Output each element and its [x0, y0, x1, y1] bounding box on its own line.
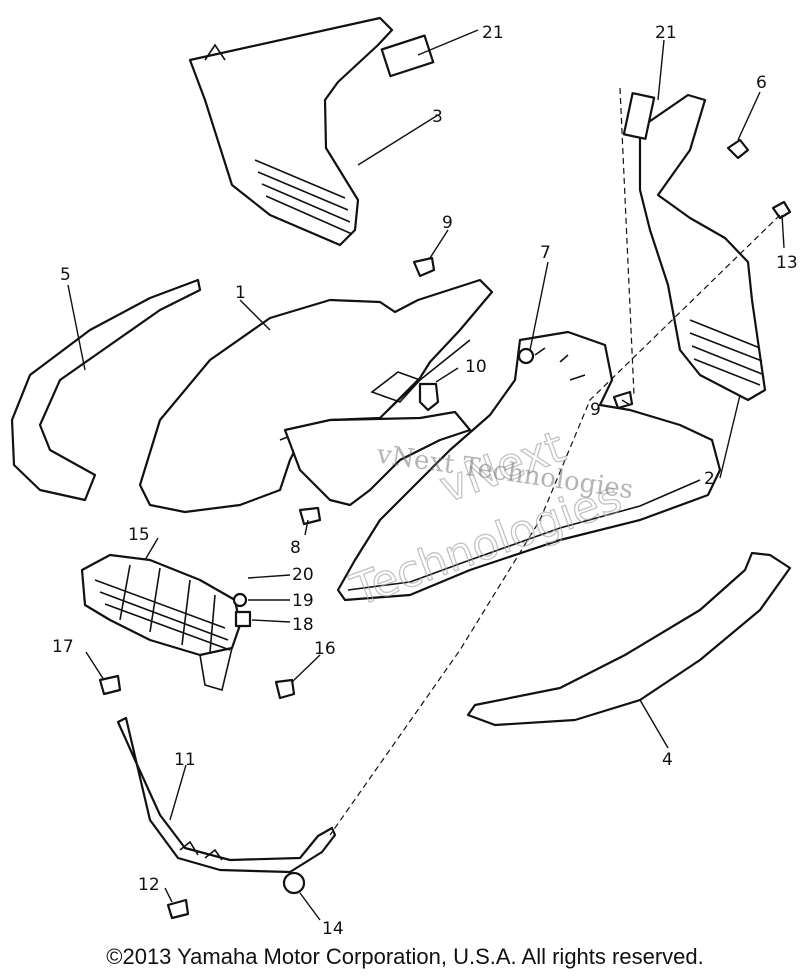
- callout-19: 19: [292, 591, 314, 611]
- callout-2: 2: [704, 469, 715, 489]
- callout-14: 14: [322, 919, 344, 939]
- leader-lines: [67, 29, 785, 921]
- part-15-front-carrier: [80, 553, 242, 692]
- bolt-9-top: [412, 256, 436, 278]
- callout-9-top: 9: [442, 213, 453, 233]
- copyright-notice: ©2013 Yamaha Motor Corporation, U.S.A. A…: [106, 944, 704, 969]
- callout-8: 8: [290, 538, 301, 558]
- part-2-right-side-cover: [622, 92, 767, 402]
- callout-13: 13: [776, 253, 798, 273]
- nut-18: [234, 610, 252, 628]
- callout-12: 12: [138, 875, 160, 895]
- callout-3: 3: [432, 107, 443, 127]
- part-11-guard-bar: [116, 716, 337, 874]
- callout-4: 4: [662, 750, 673, 770]
- callout-18: 18: [292, 615, 314, 635]
- grommet-14: [282, 871, 306, 895]
- callout-15: 15: [128, 525, 150, 545]
- washer-7: [517, 347, 535, 365]
- parts-exploded-diagram: vNext Technologies vNext Technologies 21…: [10, 16, 798, 939]
- part-1-front-fender: [138, 278, 494, 514]
- callout-21-left: 21: [482, 23, 504, 43]
- callout-16: 16: [314, 639, 336, 659]
- callout-1: 1: [235, 283, 246, 303]
- callout-11: 11: [174, 750, 196, 770]
- bolt-16: [274, 678, 296, 700]
- bolt-17: [98, 674, 122, 696]
- callout-10: 10: [465, 357, 487, 377]
- callout-17: 17: [52, 637, 74, 657]
- callout-7: 7: [540, 243, 551, 263]
- bolt-13: [771, 200, 792, 220]
- part-3-left-side-cover: [188, 16, 435, 247]
- bolt-6: [726, 138, 750, 160]
- callout-21-right: 21: [655, 23, 677, 43]
- bolt-8: [298, 506, 322, 526]
- part-4-right-mudflap: [466, 551, 792, 727]
- washer-19: [232, 592, 248, 608]
- callout-9-right: 9: [590, 400, 601, 420]
- fasteners: [98, 138, 792, 920]
- assembly-lines: [329, 87, 781, 836]
- callout-6: 6: [756, 73, 767, 93]
- callout-5: 5: [60, 265, 71, 285]
- part-5-left-mudflap: [10, 278, 202, 502]
- bolt-12: [166, 898, 190, 920]
- callout-labels: 21 3 21 6 9 7 1 5 10 9 13 2 8 20 19 18 1…: [52, 23, 798, 939]
- fastener-10: [418, 382, 440, 412]
- part-2-center-fender: [336, 330, 722, 602]
- callout-20: 20: [292, 565, 314, 585]
